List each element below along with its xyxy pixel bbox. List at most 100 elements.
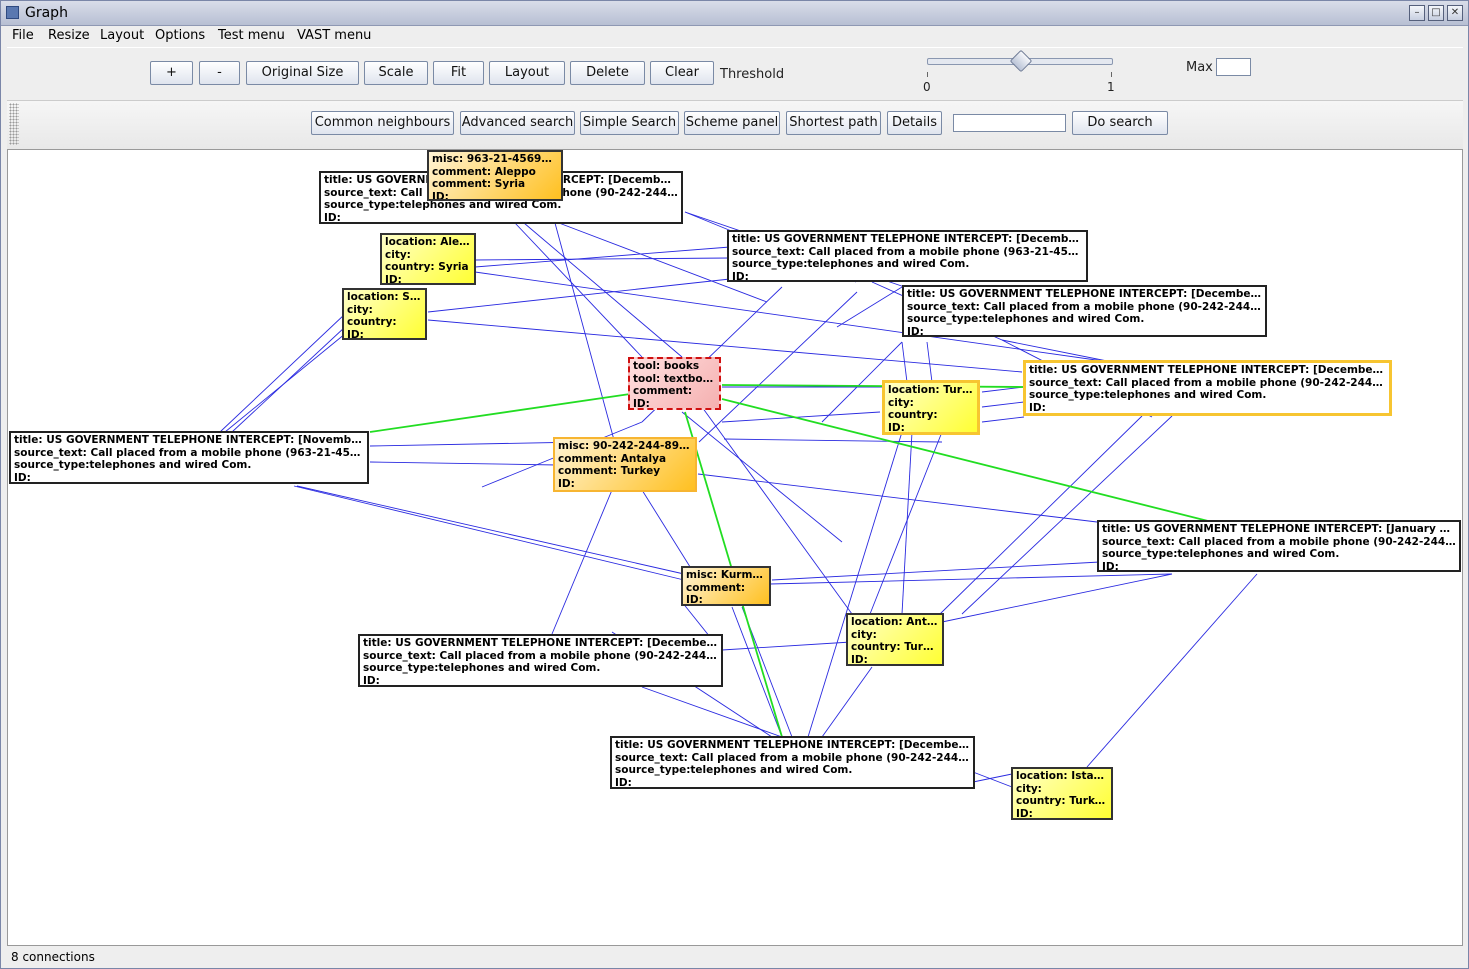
layout-button[interactable]: Layout (489, 61, 565, 85)
graph-edge (723, 438, 943, 443)
graph-edge (821, 341, 903, 423)
graph-canvas[interactable]: title: US GOVERNMENT TELEPHONE INTERCEPT… (7, 149, 1463, 946)
menu-test[interactable]: Test menu (218, 28, 285, 43)
node-field: source_text: Call placed from a mobile p… (1102, 535, 1456, 548)
shortest-path-button[interactable]: Shortest path (786, 111, 881, 135)
node-field: tool: textbooks (633, 372, 716, 385)
graph-edge (769, 573, 1173, 585)
slider-tick (1111, 72, 1112, 77)
original-size-button[interactable]: Original Size (246, 61, 359, 85)
max-input[interactable] (1216, 58, 1251, 76)
node-field: title: US GOVERNMENT TELEPHONE INTERCEPT… (14, 434, 364, 446)
node-field: comment: (633, 385, 693, 397)
slider-tick (927, 72, 928, 77)
menu-options[interactable]: Options (155, 28, 206, 43)
node-intercept-dec16[interactable]: title: US GOVERNMENT TELEPHONE INTERCEPT… (610, 736, 975, 789)
node-location-istanbul[interactable]: location: Istanbul city: country: Turkey… (1011, 767, 1113, 820)
node-field: ID: (1016, 807, 1033, 820)
node-misc-963[interactable]: misc: 963-21-4569261 comment: Aleppo com… (427, 150, 563, 201)
common-neighbours-button[interactable]: Common neighbours (311, 111, 454, 135)
menu-layout[interactable]: Layout (100, 28, 145, 43)
node-misc-kurmanji[interactable]: misc: Kurmanji comment: ID: (681, 566, 771, 606)
fit-button[interactable]: Fit (433, 61, 484, 85)
graph-edge (836, 286, 903, 328)
graph-edge (558, 222, 768, 303)
node-field: title: US GOVERNMENT TELEPHONE INTERCEPT… (615, 739, 970, 751)
delete-button[interactable]: Delete (570, 61, 645, 85)
node-field: ID: (347, 328, 364, 340)
node-intercept-dec31[interactable]: title: US GOVERNMENT TELEPHONE INTERCEPT… (902, 285, 1267, 337)
menu-file[interactable]: File (12, 28, 34, 43)
graph-edge (901, 431, 913, 615)
node-field: ID: (907, 325, 924, 337)
node-field: source_text: Call placed from a mobile p… (1029, 376, 1386, 389)
java-app-icon (6, 6, 19, 19)
node-intercept-jan10[interactable]: title: US GOVERNMENT TELEPHONE INTERCEPT… (1097, 520, 1461, 572)
graph-edge (721, 411, 881, 423)
node-field: misc: 90-242-244-8945 (558, 440, 692, 452)
scale-button[interactable]: Scale (364, 61, 428, 85)
node-field: title: US GOVERNMENT TELEPHONE INTERCEPT… (1102, 523, 1456, 535)
graph-edge (821, 666, 873, 738)
close-icon[interactable]: ✕ (1447, 5, 1463, 21)
title-bar[interactable]: Graph – □ ✕ (1, 1, 1468, 26)
node-field: source_type:telephones and wired Com. (1029, 389, 1267, 401)
node-field: source_type:telephones and wired Com. (615, 764, 853, 776)
graph-edge (551, 489, 613, 635)
node-field: ID: (851, 653, 868, 666)
node-field: title: US GOVERNMENT TELEPHONE INTERCEPT… (1029, 364, 1386, 376)
zoom-in-button[interactable]: + (150, 61, 193, 85)
search-input[interactable] (953, 114, 1066, 132)
node-field: misc: Kurmanji (686, 569, 766, 581)
zoom-out-button[interactable]: - (199, 61, 240, 85)
graph-edge (474, 257, 731, 261)
node-field: title: US GOVERNMENT TELEPHONE INTERCEPT… (732, 233, 1083, 245)
minimize-icon[interactable]: – (1409, 5, 1425, 21)
graph-edge (474, 271, 1111, 363)
toolbar-grip[interactable] (9, 103, 19, 145)
node-field: country: (347, 316, 397, 328)
details-button[interactable]: Details (887, 111, 942, 135)
graph-edge (972, 773, 1013, 783)
graph-edge (293, 485, 685, 581)
node-field: ID: (615, 776, 632, 789)
status-text: 8 connections (11, 950, 95, 964)
do-search-button[interactable]: Do search (1072, 111, 1168, 135)
graph-edge (771, 561, 1101, 581)
node-field: ID: (633, 397, 650, 410)
node-field: ID: (14, 471, 31, 484)
graph-edge (681, 411, 843, 543)
maximize-icon[interactable]: □ (1428, 5, 1444, 21)
simple-search-button[interactable]: Simple Search (580, 111, 679, 135)
node-intercept-dec3[interactable]: title: US GOVERNMENT TELEPHONE INTERCEPT… (358, 634, 723, 687)
node-field: comment: (686, 581, 746, 594)
node-location-turkey[interactable]: location: Turkey city: country: ID: (882, 380, 980, 435)
graph-edge (427, 278, 731, 313)
node-location-aleppo[interactable]: location: Aleppo city: country: Syria ID… (380, 233, 476, 285)
node-intercept-dec14[interactable]: title: US GOVERNMENT TELEPHONE INTERCEPT… (1023, 360, 1392, 416)
menu-vast[interactable]: VAST menu (297, 28, 372, 43)
node-field: ID: (1029, 401, 1046, 414)
node-misc-90[interactable]: misc: 90-242-244-8945 comment: Antalya c… (553, 437, 697, 492)
node-field: city: (385, 248, 411, 261)
graph-edge (224, 319, 363, 433)
menu-resize[interactable]: Resize (48, 28, 90, 43)
clear-button[interactable]: Clear (650, 61, 714, 85)
graph-edge (698, 291, 858, 443)
max-label: Max (1186, 60, 1213, 75)
node-location-antalya[interactable]: location: Antalya city: country: Turkey … (846, 613, 944, 666)
node-intercept-nov15[interactable]: title: US GOVERNMENT TELEPHONE INTERCEPT… (9, 431, 369, 484)
node-tool-books[interactable]: tool: books tool: textbooks comment: ID: (628, 357, 721, 410)
node-field: ID: (363, 674, 380, 687)
node-field: country: (888, 409, 938, 421)
node-location-syria[interactable]: location: Syria city: country: ID: (342, 288, 427, 340)
status-bar: 8 connections (7, 947, 1463, 967)
graph-edge (869, 431, 943, 615)
graph-edge (296, 485, 685, 575)
scheme-panel-button[interactable]: Scheme panel (684, 111, 780, 135)
slider-min-label: 0 (923, 80, 931, 94)
node-intercept-dec22[interactable]: title: US GOVERNMENT TELEPHONE INTERCEPT… (727, 230, 1088, 282)
graph-edge (721, 641, 852, 651)
advanced-search-button[interactable]: Advanced search (460, 111, 575, 135)
